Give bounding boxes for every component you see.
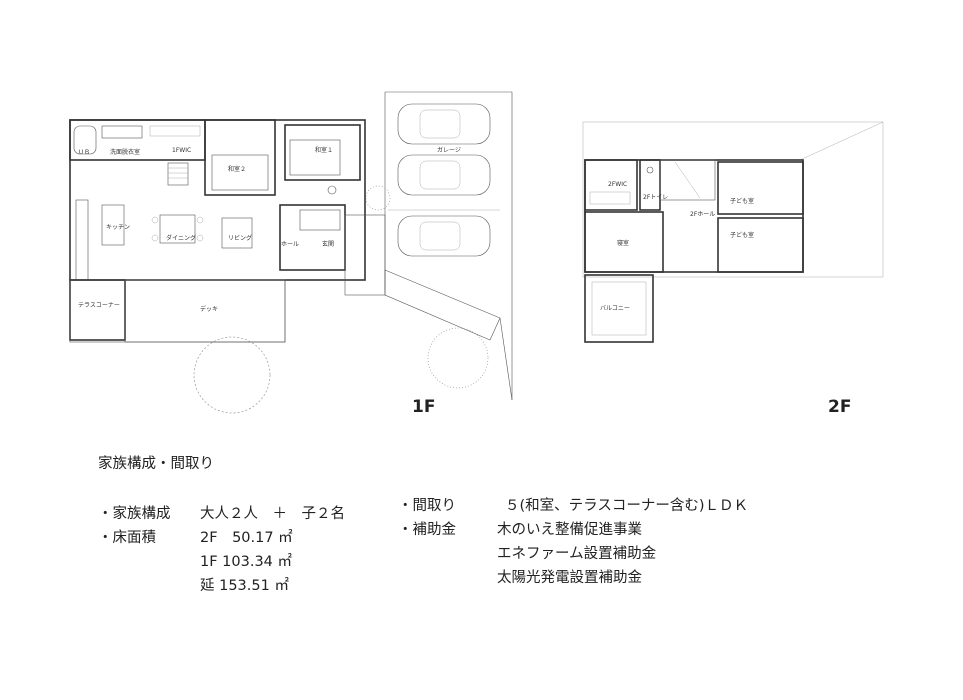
room-label-2f-hall: 2Fホール [690,211,715,218]
room-label-deck: デッキ [200,305,218,313]
room-label-2f-toilet: 2Fトイレ [643,194,668,201]
plan-1f: ＵＢ 洗面脱衣室 1FWIC 和室２ 和室１ ガレージ キッチン ダイニング リ… [69,91,513,417]
info-heading: 家族構成・間取り [98,456,214,472]
room-label-terrace: テラスコーナー [78,302,120,309]
area-total: 延 153.51 ㎡ [200,578,289,594]
room-label-genkan: 玄関 [322,240,334,248]
subsidy-item: 木のいえ整備促進事業 [497,522,642,538]
subsidy-item: 太陽光発電設置補助金 [497,570,642,586]
room-label-washitsu2: 和室２ [228,165,246,173]
subsidy-item: エネファーム設置補助金 [497,546,657,562]
subsidy-label: ・補助金 [398,522,456,538]
car-icon [397,103,491,145]
tree-icon [427,327,489,389]
room-label-senmen: 洗面脱衣室 [110,148,140,156]
car-icon [397,215,491,257]
floor-label-1f: 1F [412,397,435,417]
room-label-hall: ホール [281,241,299,248]
floor-plan-drawing: ＵＢ 洗面脱衣室 1FWIC 和室２ 和室１ ガレージ キッチン ダイニング リ… [69,91,884,417]
area-1f: 1F 103.34 ㎡ [200,554,293,570]
car-icon [397,154,491,196]
family-label: ・家族構成 [98,506,171,522]
room-label-2f-kodomo2: 子ども室 [730,231,754,239]
layout-value: ５(和室、テラスコーナー含む)ＬＤＫ [505,498,749,514]
room-label-kitchen: キッチン [106,224,130,231]
room-label-garage: ガレージ [437,146,461,154]
tree-icon [365,185,391,211]
tree-icon [193,336,271,414]
plan-2f: 2FWIC 2Fトイレ 子ども室 2Fホール 子ども室 寝室 バルコニー 2F [582,121,884,417]
room-label-2f-balcony: バルコニー [600,305,630,312]
layout-label: ・間取り [398,498,456,514]
room-label-ub: ＵＢ [78,149,90,156]
floor-label-2f: 2F [828,397,851,417]
area-label: ・床面積 [98,530,156,546]
room-label-dining: ダイニング [166,234,196,242]
room-label-washitsu1: 和室１ [315,146,333,154]
family-value: 大人２人 ＋ 子２名 [200,506,345,522]
room-label-living: リビング [228,234,252,242]
room-label-2f-wic: 2FWIC [608,181,627,188]
area-2f: 2F 50.17 ㎡ [200,530,293,546]
room-label-fwic: 1FWIC [172,147,191,154]
room-label-2f-shinshitsu: 寝室 [617,239,629,247]
room-label-2f-kodomo1: 子ども室 [730,197,754,205]
